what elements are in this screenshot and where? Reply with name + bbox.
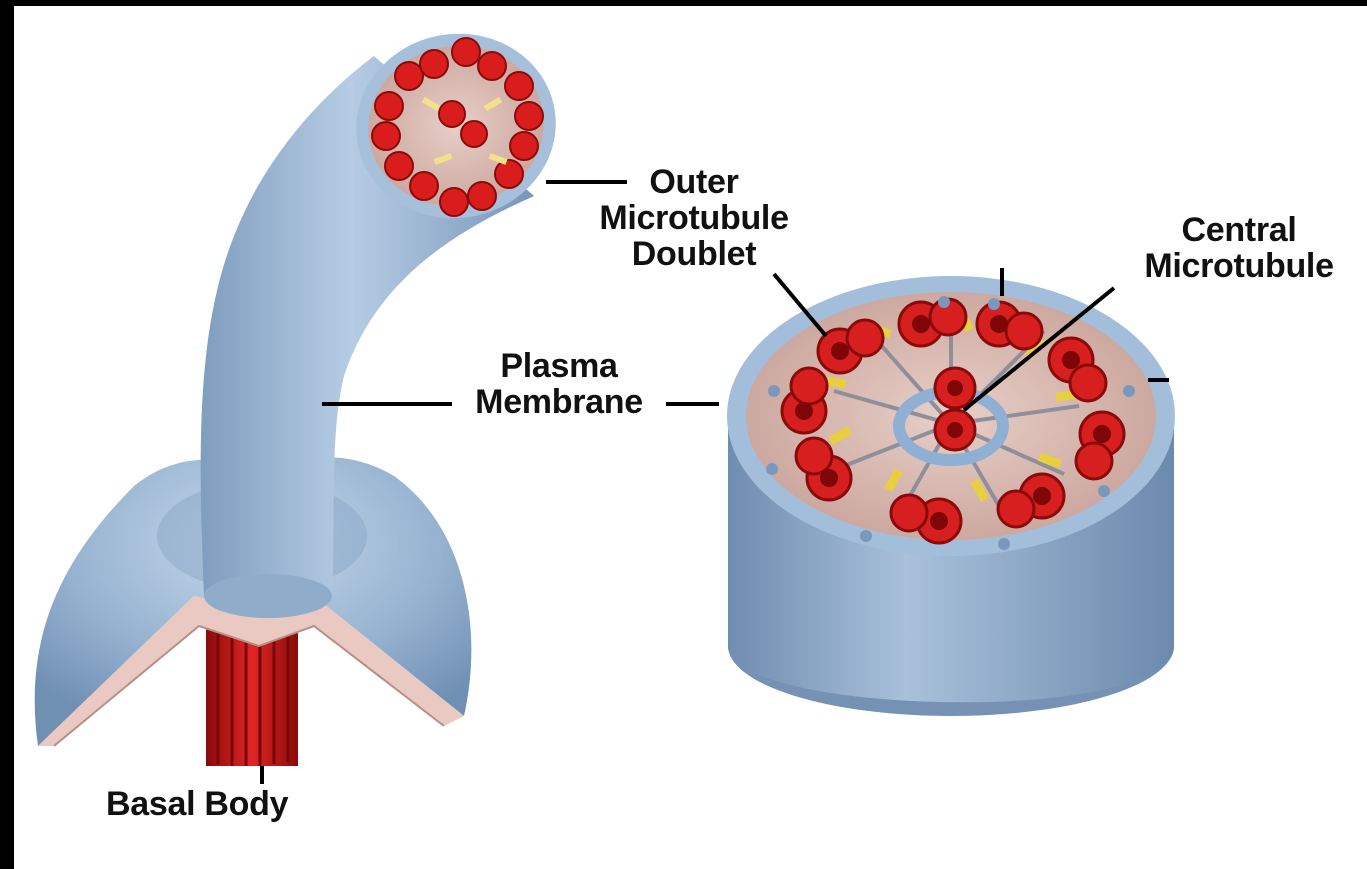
label-outer-microtubule-doublet: Outer Microtubule Doublet (574, 164, 814, 272)
label-plasma-line1: Plasma (444, 348, 674, 384)
label-central-microtubule: Central Microtubule (1119, 212, 1359, 284)
label-plasma-membrane: Plasma Membrane (444, 348, 674, 420)
cilium-illustration (14, 6, 1367, 869)
label-outer-line2: Microtubule (574, 200, 814, 236)
label-central-line1: Central (1119, 212, 1359, 248)
label-outer-line3: Doublet (574, 236, 814, 272)
diagram-canvas: Outer Microtubule Doublet Central Microt… (14, 6, 1367, 869)
axoneme-cross-section-figure (727, 276, 1175, 716)
label-outer-line1: Outer (574, 164, 814, 200)
label-basal-body: Basal Body (106, 786, 288, 822)
label-plasma-line2: Membrane (444, 384, 674, 420)
label-central-line2: Microtubule (1119, 248, 1359, 284)
